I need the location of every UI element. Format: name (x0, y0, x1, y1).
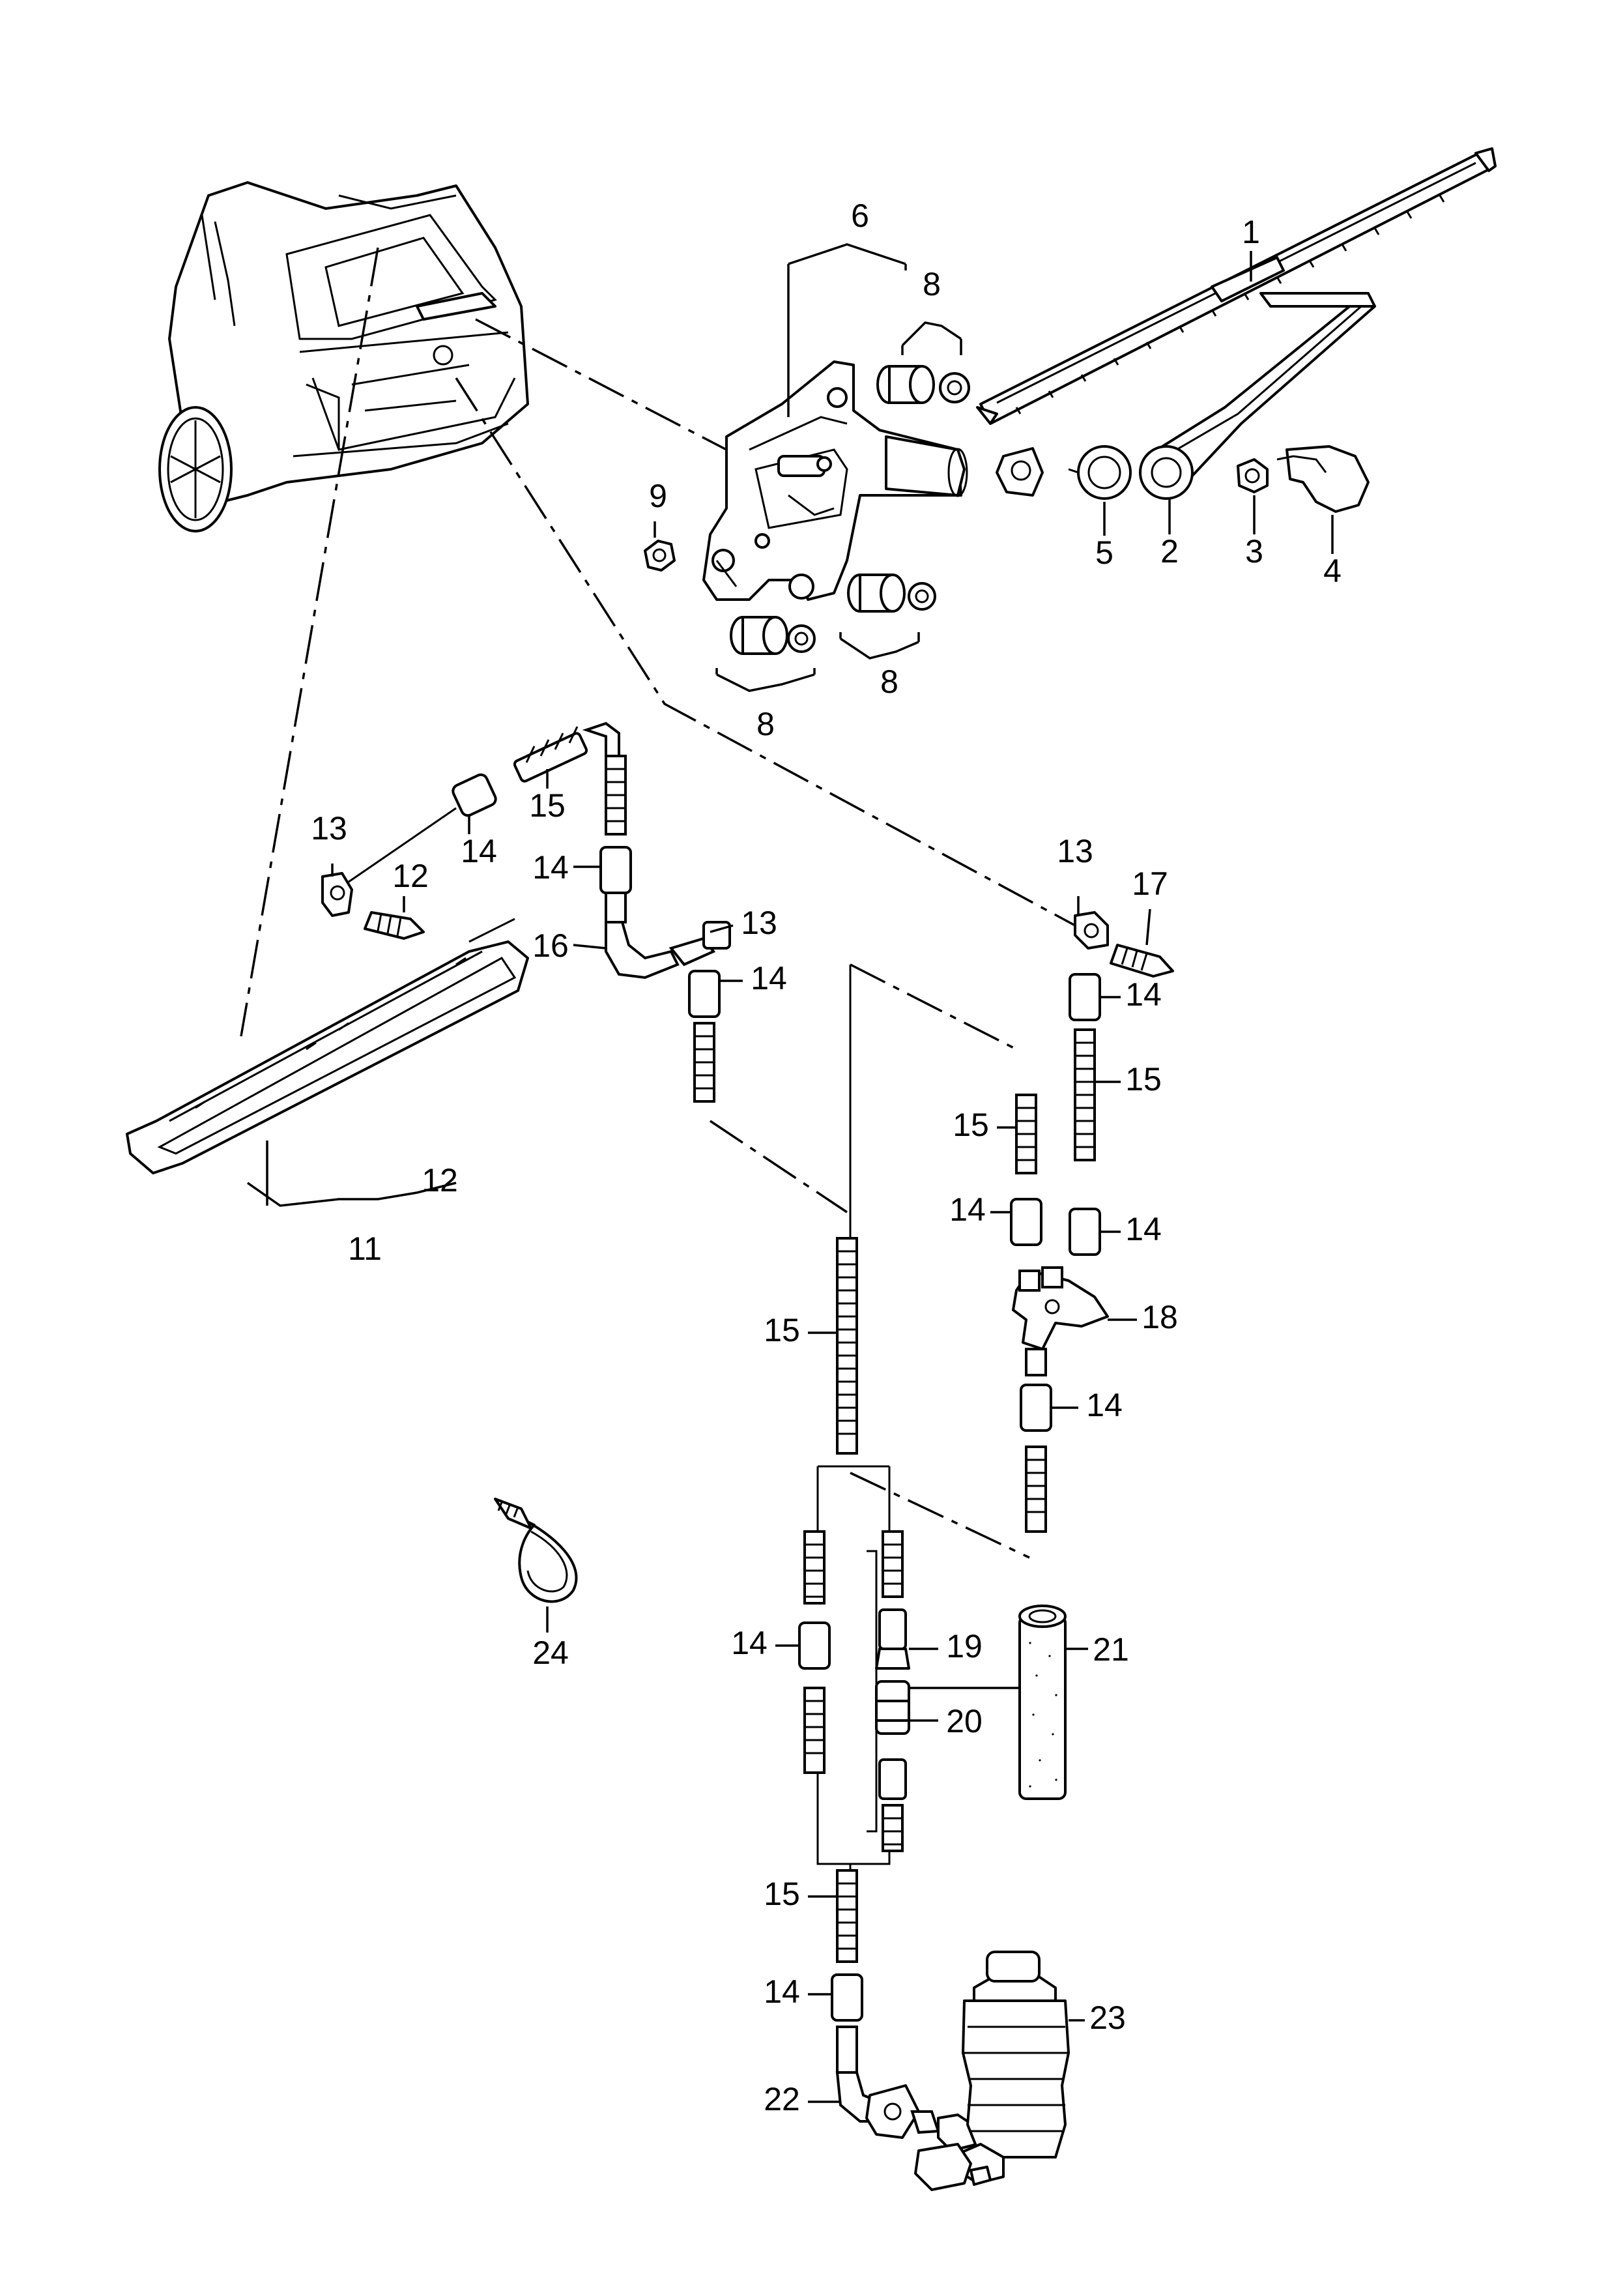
callout-13-left: 13 (311, 810, 347, 847)
callout-14-right-b: 14 (1125, 1211, 1162, 1247)
callout-15-bottom: 15 (764, 1876, 800, 1912)
callout-labels: 1 2 3 4 5 6 8 8 8 8 9 11 12 12 13 13 13 … (311, 197, 1342, 2117)
callout-23: 23 (1089, 1999, 1126, 2036)
callout-1: 1 (1242, 214, 1260, 250)
callout-13-center: 13 (741, 905, 777, 941)
callout-11: 11 (348, 1230, 382, 1267)
leader-lines (246, 243, 1334, 2103)
callout-5: 5 (1095, 534, 1113, 571)
rubber-grommet-mid (847, 574, 936, 613)
callout-17: 17 (1132, 865, 1168, 902)
callout-9: 9 (649, 478, 667, 514)
connector-13-right (1074, 911, 1109, 950)
callout-15-upper: 15 (529, 787, 566, 824)
hose-branch-lower-right (867, 1530, 910, 1852)
callout-20: 20 (946, 1703, 983, 1739)
callout-4: 4 (1323, 553, 1342, 589)
rubber-grommet-top (876, 365, 970, 404)
callout-15-central: 15 (764, 1312, 800, 1348)
washer-pump-23 (914, 1951, 1070, 2191)
callout-18: 18 (1142, 1299, 1178, 1335)
t-piece-connector-18 (1012, 1266, 1109, 1533)
callout-8-low-right: 8 (880, 663, 898, 700)
vehicle-rear-illustration (158, 181, 529, 532)
callout-2: 2 (1160, 533, 1179, 570)
seal-ring-5 (996, 445, 1132, 500)
hose-filter-21 (1018, 1605, 1067, 1800)
callout-8-top: 8 (923, 266, 941, 302)
callout-22: 22 (764, 2081, 800, 2117)
cable-tie-24 (494, 1498, 578, 1603)
callout-14-left-hose: 14 (532, 849, 569, 886)
callout-19: 19 (946, 1628, 983, 1664)
rear-wiper-on-vehicle (416, 292, 496, 321)
callout-14-lower-left: 14 (731, 1625, 768, 1661)
callout-14-center: 14 (751, 960, 787, 996)
cover-cap-4 (1276, 445, 1370, 513)
hose-branch-lower-left (798, 1530, 831, 1774)
callout-12-nozzle: 12 (392, 858, 429, 894)
wiper-blade (976, 147, 1497, 425)
nut-9 (644, 540, 676, 572)
callout-24: 24 (532, 1635, 569, 1671)
motor-housing (885, 435, 966, 497)
hose-line-to-pump (831, 1869, 881, 2123)
callout-14-bottom: 14 (764, 1973, 800, 2010)
connector-13-left (321, 872, 353, 917)
rubber-grommet-low (730, 616, 816, 655)
callout-15-right-long: 15 (1125, 1061, 1162, 1097)
relation-lines (240, 247, 1076, 1559)
wiper-motor-assembly (702, 360, 968, 601)
nut-3 (1237, 458, 1269, 493)
callout-3: 3 (1245, 533, 1263, 570)
third-brake-light (126, 918, 529, 1174)
hose-line-right (1010, 973, 1101, 1256)
spray-nozzle-17 (1110, 944, 1174, 978)
callout-15-right-short: 15 (953, 1107, 989, 1143)
callout-6: 6 (851, 197, 869, 234)
spray-nozzle-12 (364, 911, 425, 940)
callout-14-upper: 14 (461, 833, 497, 869)
angle-connector-22 (865, 2084, 979, 2152)
hose-line-central (836, 1237, 858, 1455)
callout-21: 21 (1093, 1631, 1129, 1668)
wiper-arm (1139, 292, 1376, 500)
callout-8-low-left: 8 (756, 706, 775, 742)
callout-14-right-a: 14 (949, 1191, 986, 1228)
callout-14-right-c: 14 (1086, 1387, 1123, 1423)
callout-13-right: 13 (1057, 833, 1093, 869)
callout-14-right-top: 14 (1125, 976, 1162, 1013)
callout-16: 16 (532, 927, 569, 964)
hose-line-upper-left (341, 721, 731, 1103)
callout-12-bracket: 12 (422, 1162, 458, 1199)
